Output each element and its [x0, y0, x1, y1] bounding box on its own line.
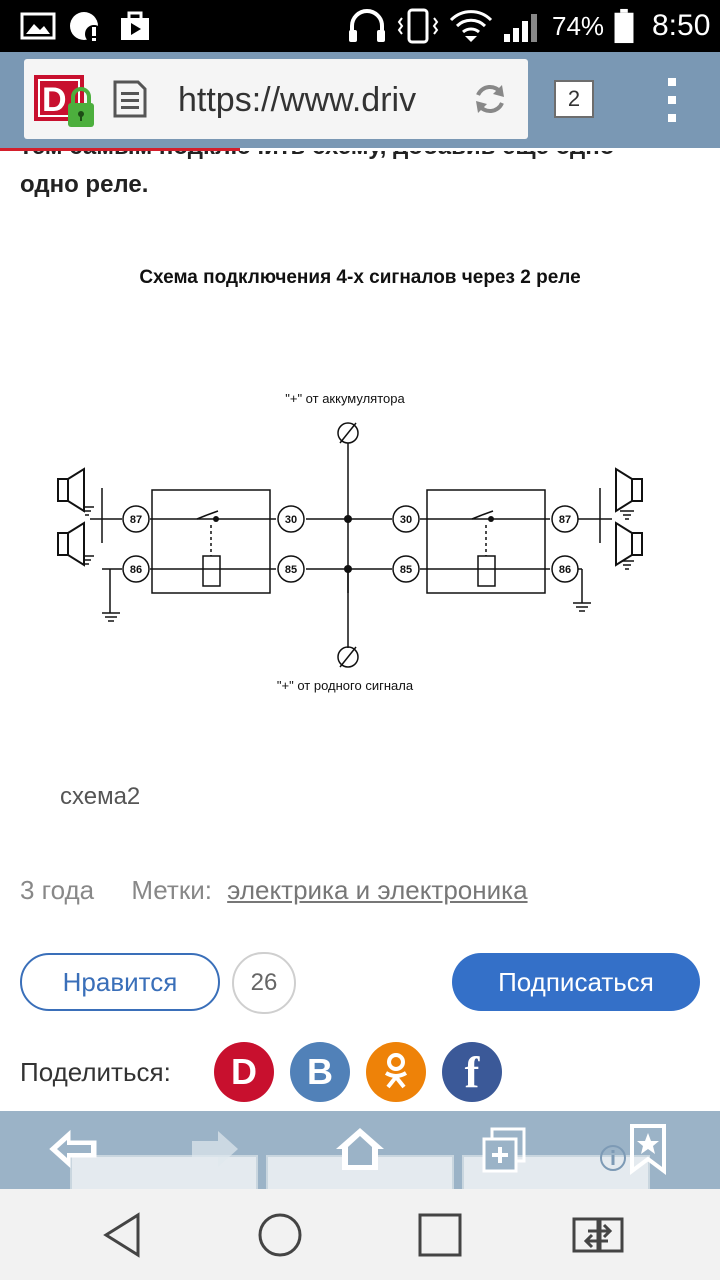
back-arrow-icon[interactable] — [46, 1127, 100, 1171]
odnoklassniki-icon — [384, 1053, 408, 1089]
tag-link[interactable]: электрика и электроника — [227, 875, 528, 905]
facebook-letter: f — [464, 1047, 480, 1097]
browser-bottom-toolbar — [0, 1111, 720, 1189]
junction-dot — [344, 565, 352, 573]
page-content[interactable]: тем самым подключить схему, добавив еще … — [0, 151, 720, 1111]
browser-toolbar: D https://www.driv 2 — [0, 52, 720, 148]
tabs-button[interactable]: 2 — [554, 80, 594, 118]
pin-87-right: 87 — [559, 514, 571, 526]
subscribe-button[interactable]: Подписаться — [452, 953, 700, 1011]
battery-icon — [614, 8, 634, 44]
page-load-progress — [0, 148, 240, 151]
share-drive2-icon[interactable]: D — [214, 1042, 274, 1102]
pin-85-right: 85 — [400, 564, 412, 576]
label-battery-plus: "+" от аккумулятора — [285, 391, 405, 406]
sync-alert-icon — [70, 12, 103, 43]
wifi-icon — [449, 10, 493, 42]
signal-icon — [504, 14, 537, 42]
like-count: 26 — [232, 952, 296, 1014]
image-caption: схема2 — [60, 783, 141, 810]
info-icon[interactable] — [598, 1143, 628, 1173]
refresh-icon[interactable] — [472, 81, 508, 117]
diagram-title: Схема подключения 4-х сигналов через 2 р… — [139, 267, 580, 288]
nav-home-icon[interactable] — [256, 1211, 304, 1259]
system-nav-bar — [0, 1189, 720, 1280]
vk-letter: B — [307, 1051, 333, 1092]
bookmarks-icon[interactable] — [626, 1123, 670, 1175]
add-bookmark-icon[interactable] — [480, 1125, 528, 1175]
circuit-lines — [80, 422, 634, 668]
share-ok-icon[interactable] — [366, 1042, 426, 1102]
share-vk-icon[interactable]: B — [290, 1042, 350, 1102]
site-favicon-lock-icon: D — [34, 75, 94, 127]
share-label: Поделиться: — [20, 1057, 171, 1087]
pin-30-left: 30 — [285, 514, 297, 526]
post-age: 3 года — [20, 875, 95, 905]
home-icon[interactable] — [332, 1125, 388, 1173]
forward-arrow-icon[interactable] — [188, 1127, 242, 1171]
tags-label: Метки: — [131, 875, 212, 905]
battery-percent: 74% — [552, 10, 605, 41]
pin-87-left: 87 — [130, 514, 142, 526]
horn-icons — [57, 467, 643, 567]
article-text-partial: тем самым подключить схему, добавив еще … — [20, 151, 614, 161]
status-bar: 74% 8:50 — [0, 0, 720, 52]
url-bar[interactable]: D https://www.driv — [24, 59, 528, 139]
junction-dot — [344, 515, 352, 523]
nav-switch-window-icon[interactable] — [570, 1213, 626, 1257]
reader-mode-icon[interactable] — [112, 79, 148, 119]
drive2-letter: D — [231, 1051, 257, 1092]
wiring-diagram: Схема подключения 4-х сигналов через 2 р… — [57, 267, 643, 693]
pin-86-left: 86 — [130, 564, 142, 576]
pin-86-right: 86 — [559, 564, 571, 576]
pin-30-right: 30 — [400, 514, 412, 526]
share-facebook-icon[interactable]: f — [442, 1042, 502, 1102]
clock: 8:50 — [652, 9, 711, 42]
url-text[interactable]: https://www.driv — [178, 81, 417, 119]
label-horn-plus: "+" от родного сигнала — [277, 678, 414, 693]
more-menu-icon[interactable] — [662, 76, 682, 124]
gallery-icon — [20, 12, 56, 40]
nav-recents-icon[interactable] — [416, 1211, 464, 1259]
headphones-icon — [349, 9, 385, 42]
nav-back-icon[interactable] — [100, 1211, 144, 1259]
ad-frame — [70, 1155, 258, 1189]
svg-text:D: D — [42, 81, 67, 119]
pin-85-left: 85 — [285, 564, 297, 576]
vibrate-icon — [397, 8, 439, 44]
like-button[interactable]: Нравится — [20, 953, 220, 1011]
post-meta: 3 года Метки: электрика и электроника — [20, 875, 528, 906]
article-text: одно реле. — [20, 171, 149, 198]
shopping-bag-icon — [121, 11, 149, 40]
